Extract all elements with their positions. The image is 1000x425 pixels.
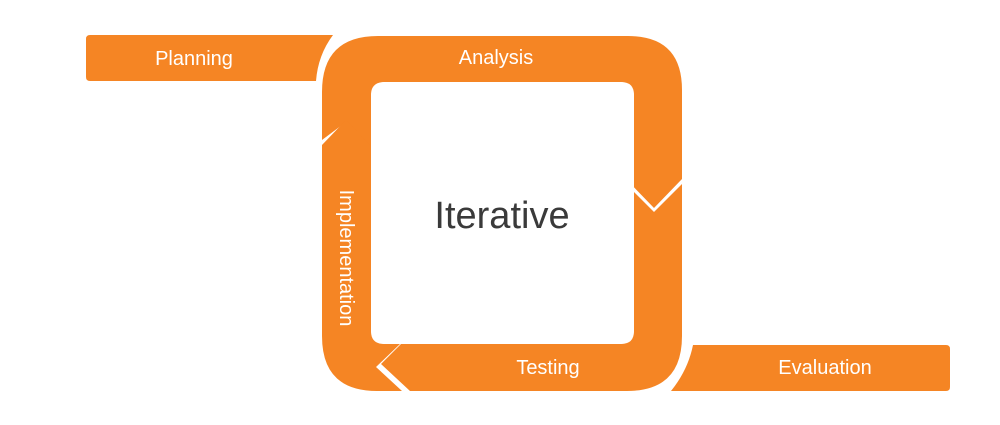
center-title: Iterative [434, 195, 569, 237]
evaluation-label: Evaluation [778, 357, 871, 379]
analysis-label: Analysis [459, 47, 533, 69]
testing-label: Testing [516, 357, 579, 379]
implementation-label: Implementation [335, 190, 357, 327]
planning-label: Planning [155, 48, 233, 70]
evaluation-segment [671, 345, 950, 391]
analysis-segment [322, 36, 682, 208]
implementation-segment [322, 120, 402, 391]
planning-segment [86, 35, 333, 81]
testing-segment [381, 184, 682, 391]
center-panel [371, 82, 634, 344]
